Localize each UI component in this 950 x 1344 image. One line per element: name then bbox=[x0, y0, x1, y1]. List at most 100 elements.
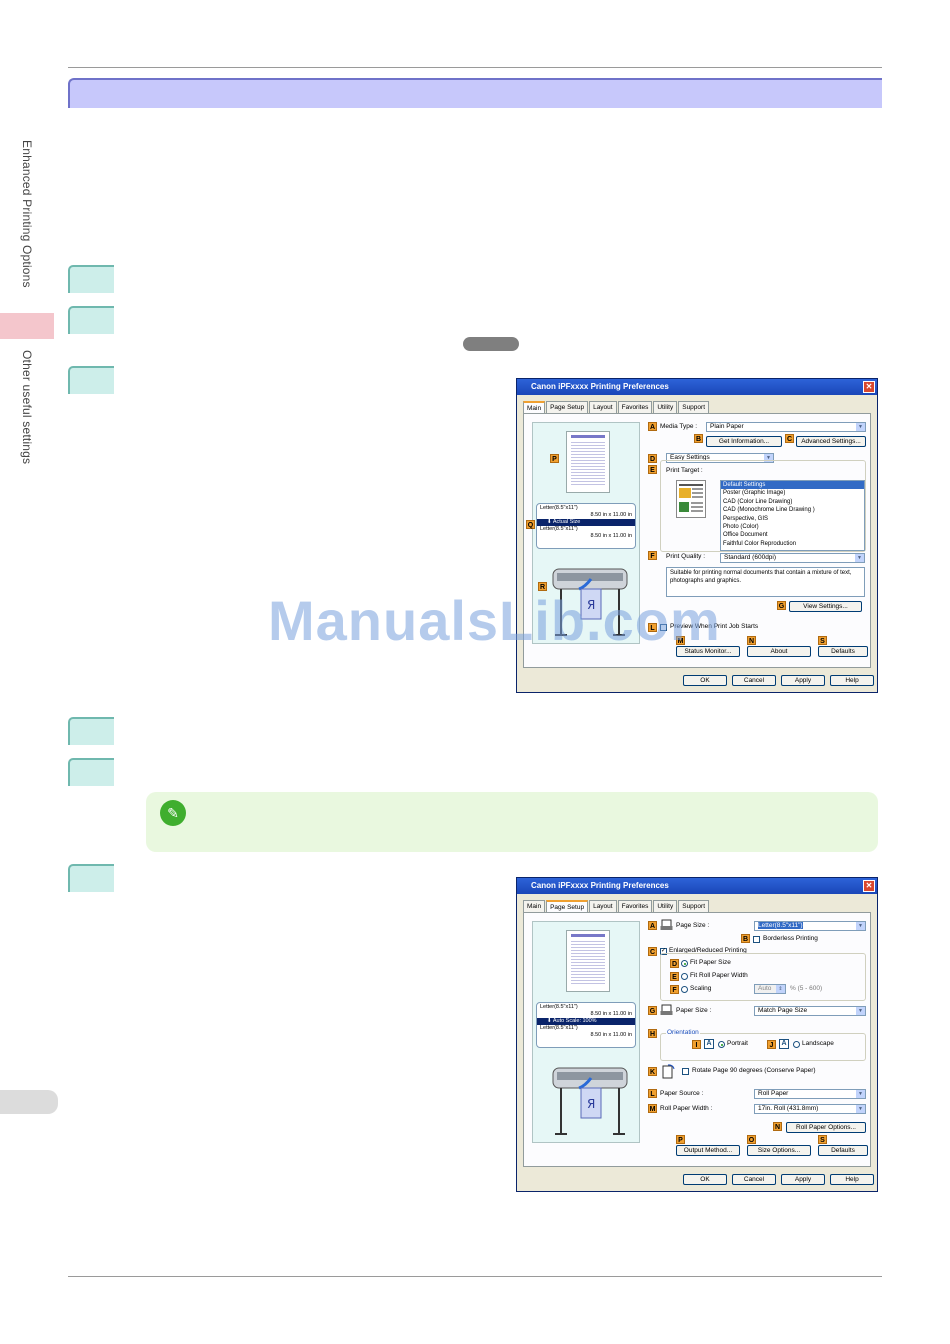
spinner-icon[interactable]: ⇕ bbox=[776, 985, 785, 993]
paper-source-select[interactable]: Roll Paper▼ bbox=[754, 1089, 866, 1099]
tab-support[interactable]: Support bbox=[678, 900, 710, 913]
step-marker-5 bbox=[68, 758, 114, 786]
sidebar-section-enhanced[interactable]: Enhanced Printing Options bbox=[20, 140, 34, 288]
roll-paper-options-button[interactable]: Roll Paper Options... bbox=[786, 1122, 866, 1133]
tab-layout[interactable]: Layout bbox=[589, 401, 617, 414]
list-item[interactable]: Poster (Graphic Image) bbox=[723, 490, 786, 497]
callout-g: G bbox=[648, 1006, 657, 1015]
printing-preferences-dialog-page-setup: Canon iPFxxxx Printing Preferences ✕ Mai… bbox=[516, 877, 878, 1192]
print-target-label: Print Target : bbox=[666, 467, 703, 474]
easy-settings-select[interactable]: Easy Settings▼ bbox=[666, 453, 774, 463]
list-item[interactable]: Faithful Color Reproduction bbox=[723, 540, 797, 547]
fit-paper-size-radio[interactable] bbox=[681, 960, 688, 967]
close-icon[interactable]: ✕ bbox=[863, 880, 875, 892]
media-type-select[interactable]: Plain Paper▼ bbox=[706, 422, 866, 432]
output-method-button[interactable]: Output Method... bbox=[676, 1145, 740, 1156]
bottom-rule bbox=[68, 1276, 882, 1277]
tab-main[interactable]: Main bbox=[523, 900, 546, 913]
tab-layout[interactable]: Layout bbox=[589, 900, 617, 913]
status-monitor-button[interactable]: Status Monitor... bbox=[676, 646, 740, 657]
size-options-button[interactable]: Size Options... bbox=[747, 1145, 811, 1156]
defaults-button[interactable]: Defaults bbox=[818, 646, 868, 657]
scale-text: Auto Scale: 100% bbox=[552, 1018, 597, 1024]
defaults-button[interactable]: Defaults bbox=[818, 1145, 868, 1156]
apply-button[interactable]: Apply bbox=[781, 1174, 825, 1185]
scaling-range: % (5 - 600) bbox=[790, 985, 823, 992]
tab-support[interactable]: Support bbox=[678, 401, 710, 414]
orientation-group bbox=[660, 1033, 866, 1061]
apply-button[interactable]: Apply bbox=[781, 675, 825, 686]
reference-pill[interactable] bbox=[463, 337, 519, 351]
callout-m: M bbox=[676, 636, 685, 645]
ok-button[interactable]: OK bbox=[683, 675, 727, 686]
page-preview-icon bbox=[566, 930, 610, 992]
list-item[interactable]: Office Document bbox=[723, 532, 768, 539]
ok-button[interactable]: OK bbox=[683, 1174, 727, 1185]
scaling-radio[interactable] bbox=[681, 986, 688, 993]
list-item[interactable]: CAD (Color Line Drawing) bbox=[723, 498, 793, 505]
tab-utility[interactable]: Utility bbox=[653, 401, 678, 414]
page-size-value: Letter(8.5"x11") bbox=[758, 922, 803, 929]
scaling-input[interactable]: Auto⇕ bbox=[754, 984, 786, 994]
print-target-list[interactable]: Default Settings Poster (Graphic Image) … bbox=[720, 480, 865, 551]
tab-strip: Main Page Setup Layout Favorites Utility… bbox=[523, 900, 710, 913]
help-button[interactable]: Help bbox=[830, 1174, 874, 1185]
page-setup-tab-panel: Letter(8.5"x11") 8.50 in x 11.00 in ⬇ Au… bbox=[523, 912, 871, 1167]
callout-n: N bbox=[747, 636, 756, 645]
tab-page-setup[interactable]: Page Setup bbox=[546, 401, 589, 414]
view-settings-button[interactable]: View Settings... bbox=[789, 601, 862, 612]
step-marker-3 bbox=[68, 366, 114, 394]
scale-indicator: ⬇ Auto Scale: 100% bbox=[537, 1018, 635, 1025]
printer-illustration-icon[interactable]: Я bbox=[547, 557, 633, 643]
list-item[interactable]: Default Settings bbox=[721, 481, 864, 490]
rotate-checkbox[interactable] bbox=[682, 1068, 689, 1075]
callout-d: D bbox=[648, 454, 657, 463]
portrait-radio[interactable] bbox=[718, 1041, 725, 1048]
tab-utility[interactable]: Utility bbox=[653, 900, 678, 913]
sidebar-section-other[interactable]: Other useful settings bbox=[20, 350, 34, 465]
step-marker-1 bbox=[68, 265, 114, 293]
get-information-button[interactable]: Get Information... bbox=[706, 436, 782, 447]
output-dims: 8.50 in x 11.00 in bbox=[590, 533, 632, 539]
preview-checkbox[interactable] bbox=[660, 624, 667, 631]
enlarged-group bbox=[660, 953, 866, 1001]
output-size: Letter(8.5"x11") bbox=[540, 1025, 578, 1031]
paper-size-select[interactable]: Match Page Size▼ bbox=[754, 1006, 866, 1016]
chevron-down-icon: ▼ bbox=[856, 1105, 865, 1113]
tab-main[interactable]: Main bbox=[523, 401, 546, 414]
rotate-label: Rotate Page 90 degrees (Conserve Paper) bbox=[692, 1067, 816, 1074]
help-button[interactable]: Help bbox=[830, 675, 874, 686]
tab-favorites[interactable]: Favorites bbox=[617, 401, 653, 414]
close-icon[interactable]: ✕ bbox=[863, 381, 875, 393]
roll-width-select[interactable]: 17in. Roll (431.8mm)▼ bbox=[754, 1104, 866, 1114]
cancel-button[interactable]: Cancel bbox=[732, 675, 776, 686]
tab-favorites[interactable]: Favorites bbox=[617, 900, 653, 913]
tab-page-setup[interactable]: Page Setup bbox=[546, 900, 589, 913]
enlarged-checkbox[interactable]: ✓ bbox=[660, 948, 667, 955]
section-title-bar bbox=[68, 78, 882, 108]
list-item[interactable]: Photo (Color) bbox=[723, 524, 759, 531]
page-size-select[interactable]: Letter(8.5"x11")▼ bbox=[754, 921, 866, 931]
borderless-checkbox[interactable] bbox=[753, 936, 760, 943]
scale-text: Actual Size bbox=[552, 519, 581, 525]
cancel-button[interactable]: Cancel bbox=[732, 1174, 776, 1185]
settings-preview: Letter(8.5"x11") 8.50 in x 11.00 in ⬇ Au… bbox=[532, 921, 640, 1143]
list-item[interactable]: Perspective, GIS bbox=[723, 515, 769, 522]
about-button[interactable]: About bbox=[747, 646, 811, 657]
printer-illustration-icon[interactable]: Я bbox=[547, 1056, 633, 1142]
advanced-settings-button[interactable]: Advanced Settings... bbox=[796, 436, 866, 447]
landscape-radio[interactable] bbox=[793, 1041, 800, 1048]
dialog-title: Canon iPFxxxx Printing Preferences bbox=[531, 382, 669, 391]
list-item[interactable]: CAD (Monochrome Line Drawing ) bbox=[723, 507, 815, 514]
rotate-page-icon bbox=[662, 1064, 675, 1079]
callout-k: K bbox=[648, 1067, 657, 1076]
callout-g: G bbox=[777, 601, 786, 610]
callout-o: O bbox=[747, 1135, 756, 1144]
callout-p: P bbox=[550, 454, 559, 463]
fit-roll-width-radio[interactable] bbox=[681, 973, 688, 980]
dialog-title-bar: Canon iPFxxxx Printing Preferences ✕ bbox=[517, 878, 877, 894]
callout-a: A bbox=[648, 921, 657, 930]
page-preview-icon bbox=[566, 431, 610, 493]
landscape-label: Landscape bbox=[802, 1040, 834, 1047]
print-quality-select[interactable]: Standard (600dpi)▼ bbox=[720, 553, 865, 563]
